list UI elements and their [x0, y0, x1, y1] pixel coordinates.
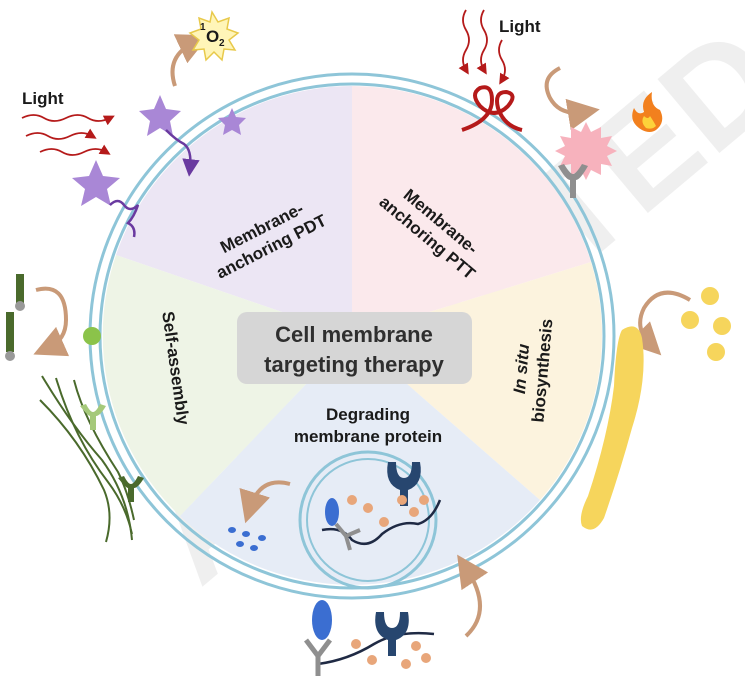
- surface-protein-chain: [317, 631, 435, 666]
- degraded-fragments: [228, 527, 266, 551]
- photosensitizer-stars: [72, 95, 246, 206]
- singlet-oxygen-sup: 1: [200, 22, 206, 33]
- singlet-oxygen-sub: 2: [219, 38, 225, 49]
- flame-icon: [632, 92, 663, 132]
- ptt-burst: [555, 122, 617, 180]
- lysosome-inner: [306, 458, 430, 582]
- surface-y-antibody: [304, 638, 332, 676]
- surface-blue-oval: [312, 600, 332, 640]
- ptt-receptor: [558, 164, 588, 198]
- yellow-particles: [681, 287, 731, 361]
- light-label-left: Light: [22, 89, 64, 108]
- light-rays-left: [21, 114, 115, 156]
- amphiphile-molecules: [5, 274, 25, 361]
- light-label-right: Light: [499, 17, 541, 36]
- pdt-arrow: [170, 34, 210, 87]
- photosensitizer-chain: [109, 199, 140, 238]
- degrading-label-line1: Degrading: [326, 405, 410, 424]
- yellow-coating-layer: [580, 326, 644, 530]
- biosynthesis-label-line1: In situ: [510, 342, 533, 394]
- center-title-line1: Cell membrane: [275, 322, 433, 347]
- light-rays-right: [458, 9, 510, 85]
- singlet-oxygen-burst: 1 O 2: [188, 9, 240, 62]
- lysosome-y-antibody: [334, 522, 361, 551]
- center-box: [237, 312, 472, 384]
- self-assembly-arrow: [33, 286, 70, 357]
- lysosome-peptide-dots: [347, 495, 429, 527]
- fiber-receptors: [118, 476, 144, 502]
- lysosome-blue-oval: [325, 498, 339, 526]
- sector-ptt: [352, 85, 591, 337]
- sector-pdt: [116, 86, 352, 336]
- lysosome-antibody: [387, 462, 421, 506]
- internalization-arrow: [457, 554, 489, 638]
- photosensitizer-tail: [165, 129, 200, 177]
- degrading-label-line2: membrane protein: [294, 427, 442, 446]
- assembly-green-dot: [83, 327, 101, 345]
- photothermal-loop: [461, 85, 523, 132]
- center-title-line2: targeting therapy: [264, 352, 444, 377]
- fiber-receptors-light: [80, 404, 106, 430]
- biosynthesis-arrow: [627, 290, 692, 356]
- surface-receptor: [375, 612, 409, 656]
- ptt-arrow: [544, 66, 600, 131]
- degradation-arrow: [239, 480, 291, 524]
- surface-peptide-dots: [351, 639, 431, 669]
- lysosome-outer: [298, 450, 438, 590]
- singlet-oxygen-main: O: [206, 27, 219, 46]
